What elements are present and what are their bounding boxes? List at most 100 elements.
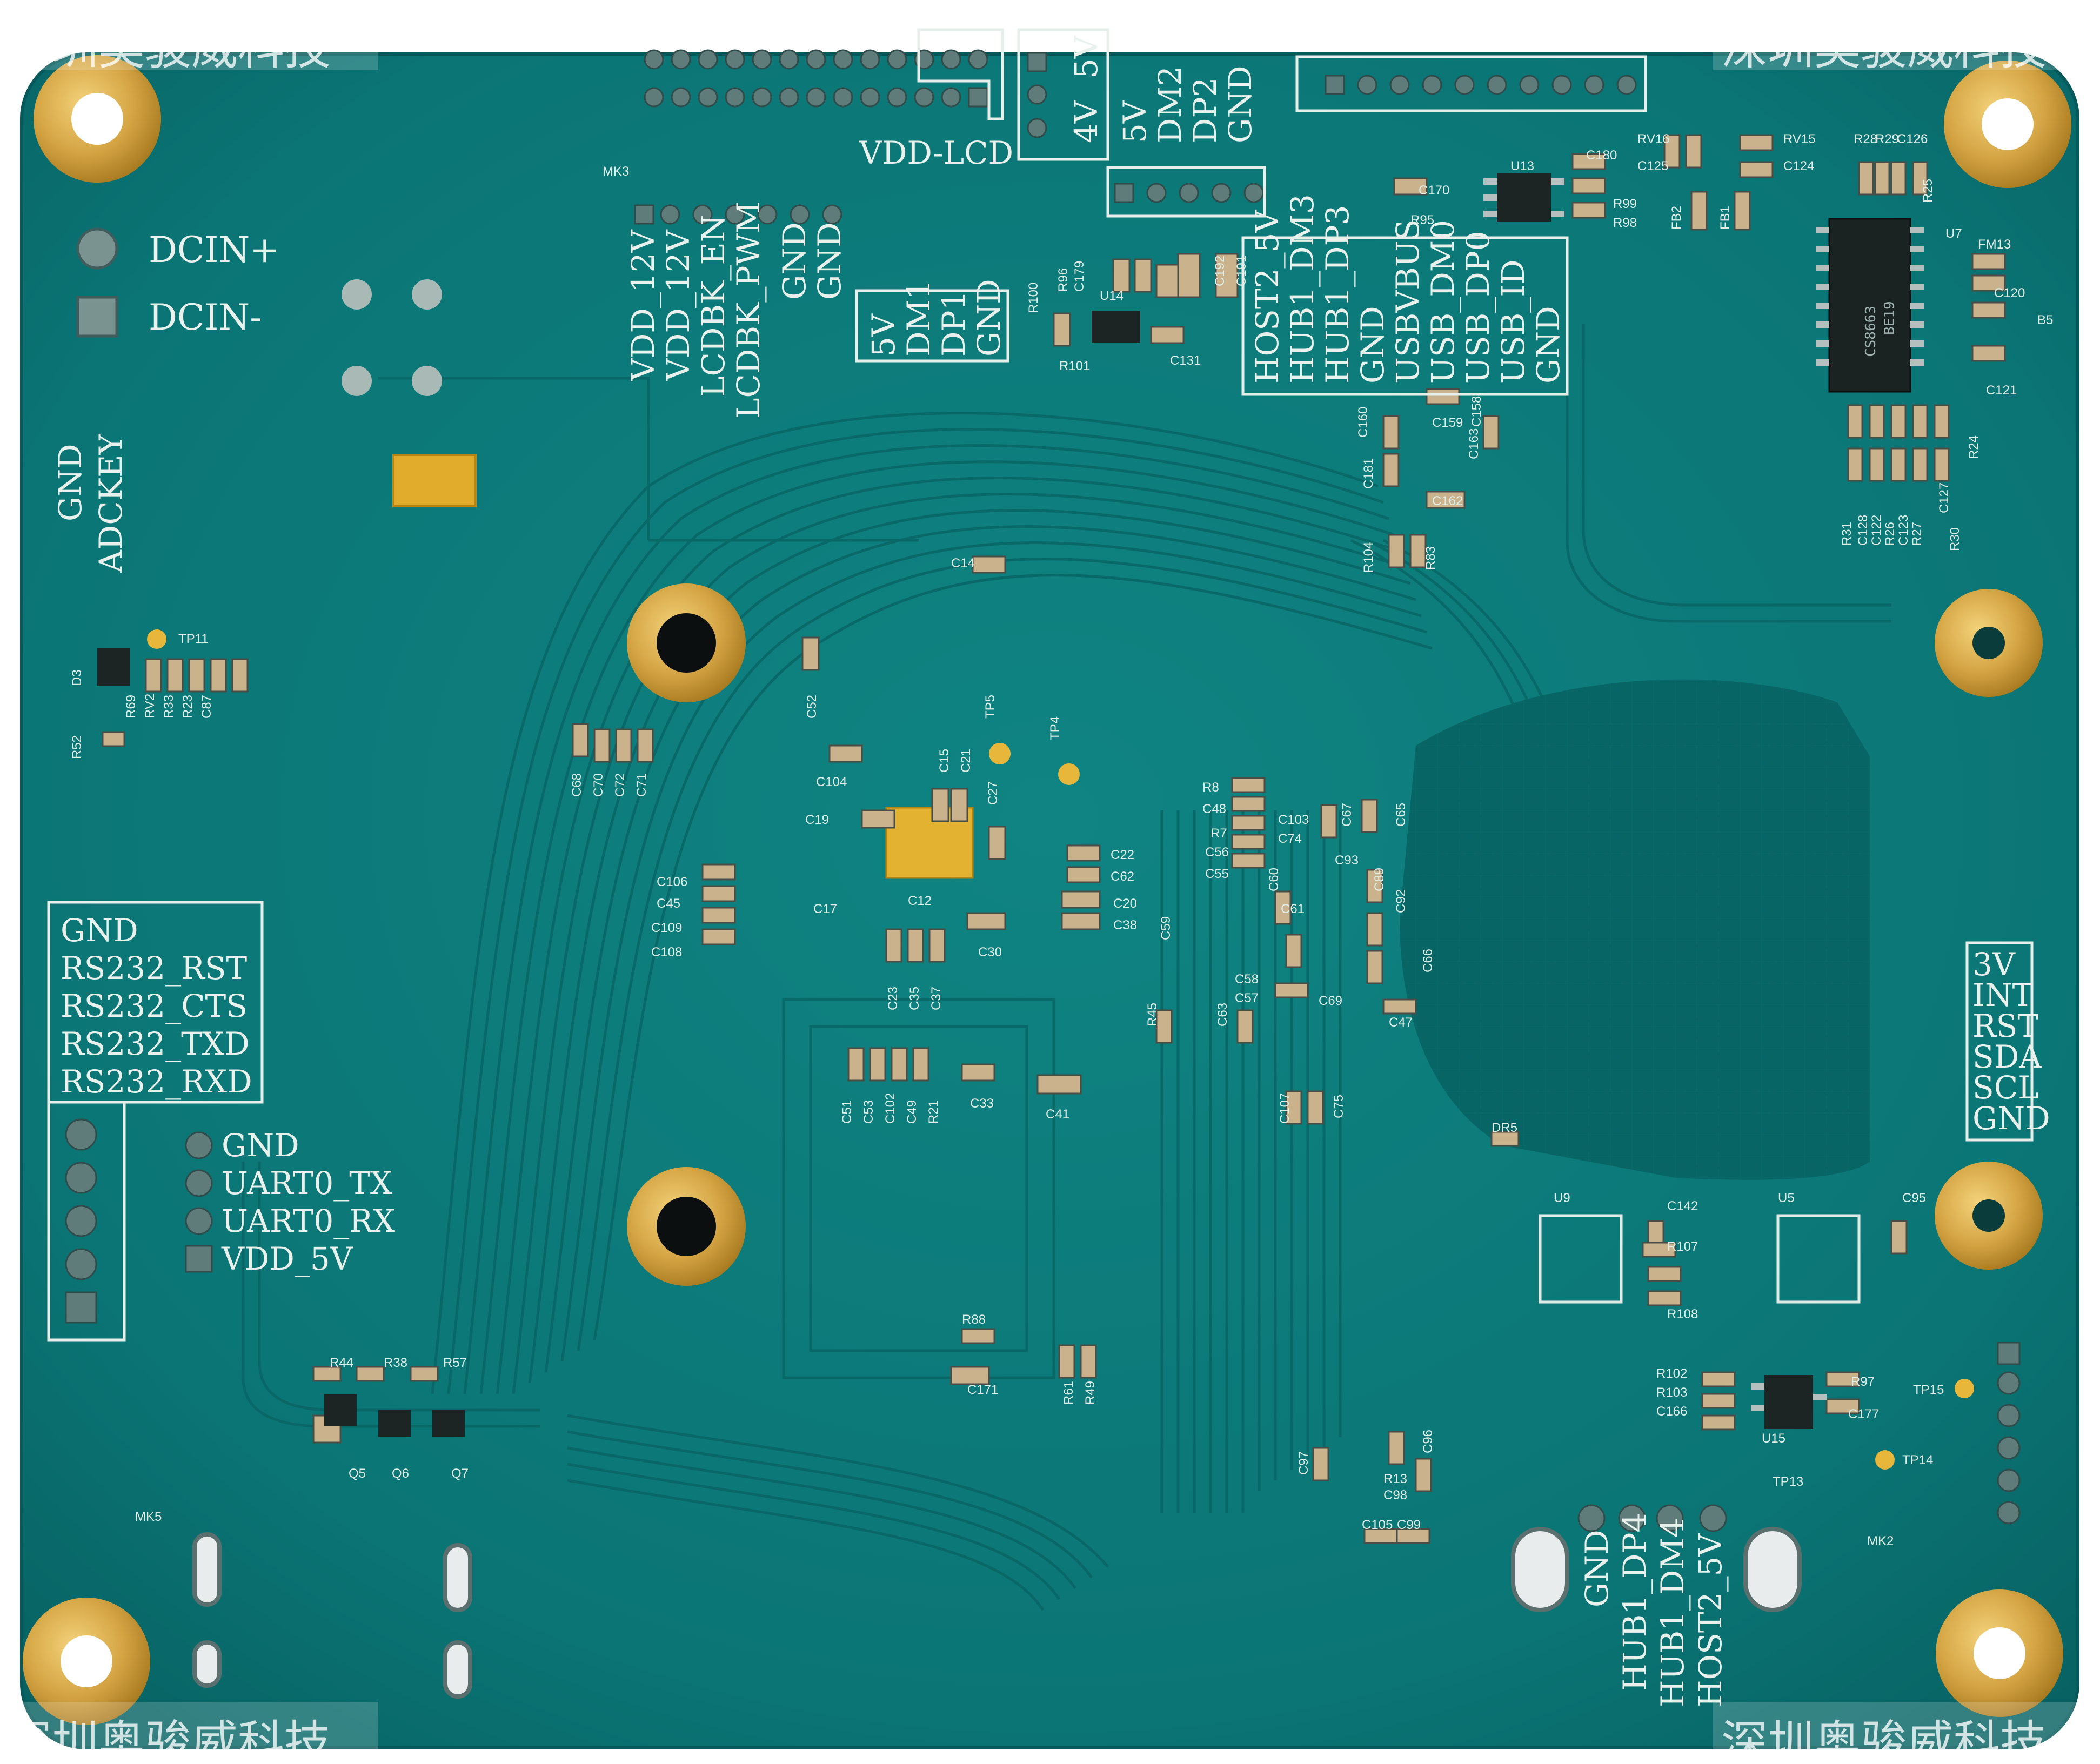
ref-designator: R45 [1145, 1003, 1160, 1027]
ref-designator: C99 [1397, 1518, 1421, 1532]
mounting-hole-bottom-right [1936, 1589, 2063, 1717]
ref-designator: TP11 [178, 632, 209, 646]
ref-designator: R108 [1667, 1307, 1698, 1322]
host-label-7: USB_DP0 [1460, 231, 1496, 384]
ref-designator: RV16 [1637, 132, 1670, 146]
ic-u9 [1539, 1214, 1623, 1304]
ref-designator: C180 [1586, 148, 1617, 163]
usb-top-label-2: DM2 [1152, 66, 1188, 143]
host-label-2: HUB1_DM3 [1284, 194, 1321, 384]
mounting-hole-top-right [1944, 61, 2071, 188]
hub-label-4: HOST2_5V [1692, 1533, 1729, 1707]
rs232-label-1: GND [61, 912, 138, 949]
ref-designator: C49 [905, 1100, 919, 1124]
ref-designator: C22 [1111, 848, 1134, 862]
ref-designator: C59 [1159, 916, 1173, 940]
ref-designator: TP13 [1773, 1474, 1803, 1489]
ref-designator: R101 [1059, 359, 1090, 373]
mounting-hole-center-upper [627, 583, 746, 702]
rs232-label-4: RS232_TXD [61, 1025, 250, 1062]
mounting-hole-center-lower [627, 1167, 746, 1286]
rs232-label-3: RS232_CTS [61, 988, 248, 1024]
usb-header-top-pins [1114, 183, 1264, 203]
ref-designator: TP5 [983, 695, 998, 719]
ref-designator: R27 [1910, 522, 1924, 546]
ref-designator: C35 [907, 987, 922, 1010]
ref-designator: R95 [1410, 213, 1434, 227]
i2c-label-5: SCL [1972, 1069, 2039, 1106]
ref-designator: C163 [1467, 428, 1481, 459]
uart-label-4: VDD_5V [221, 1240, 353, 1277]
ref-designator: C89 [1372, 868, 1387, 891]
ref-designator: C160 [1356, 407, 1370, 438]
uart-header [185, 1131, 213, 1273]
rs232-label-2: RS232_RST [61, 950, 248, 987]
ref-designator: C123 [1896, 515, 1911, 546]
usb-top-label-3: DP2 [1187, 77, 1223, 143]
dcin-minus-label: DCIN- [149, 297, 262, 338]
host-label-5: USBVBUS [1389, 219, 1426, 384]
uart-label-1: GND [222, 1127, 299, 1164]
ref-designator: C162 [1432, 494, 1463, 508]
host-label-1: HOST2_5V [1249, 210, 1286, 384]
ref-designator: RV2 [143, 694, 157, 719]
ref-designator: C96 [1421, 1430, 1435, 1453]
ic-u13 [1483, 173, 1564, 222]
ref-designator: R100 [1026, 283, 1041, 313]
ref-designator: C61 [1281, 902, 1305, 916]
ref-designator: C17 [813, 902, 837, 916]
ref-designator: C45 [657, 896, 680, 911]
ref-designator: R44 [330, 1356, 353, 1370]
ref-designator: C48 [1202, 802, 1226, 816]
ref-designator: C47 [1389, 1015, 1413, 1030]
ref-designator: C125 [1637, 159, 1668, 173]
ref-designator: C72 [613, 773, 627, 797]
ref-designator: C95 [1902, 1191, 1926, 1205]
ref-designator: C122 [1869, 515, 1884, 546]
host-label-8: USB_ID [1495, 259, 1531, 384]
ref-designator: C41 [1046, 1107, 1069, 1122]
ref-designator: C109 [651, 921, 682, 935]
ic-u15 [1751, 1375, 1827, 1429]
ref-designator: MK2 [1867, 1534, 1894, 1548]
gold-test-pad [392, 454, 477, 507]
ref-designator: C37 [929, 987, 944, 1010]
ref-designator: R13 [1383, 1472, 1407, 1486]
ref-designator: U5 [1778, 1191, 1795, 1205]
ref-designator: C92 [1394, 889, 1408, 913]
ref-designator: C62 [1111, 869, 1134, 884]
ic-chips: CS8663 BE19 [97, 173, 1924, 1437]
lcd-header-top [644, 49, 988, 108]
ref-designator: C23 [886, 987, 900, 1010]
usb-top-label-4: GND [1222, 65, 1259, 143]
ref-designator: MK5 [135, 1510, 162, 1524]
adc-gnd-label: GND [52, 444, 89, 521]
ref-designator: C179 [1072, 261, 1087, 292]
uart-label-3: UART0_RX [222, 1203, 396, 1239]
ref-designator: C103 [1278, 813, 1309, 827]
usb-left-label-1: 5V [865, 313, 902, 357]
lcd-label-3: LCDBK_EN [695, 215, 732, 397]
silk-labels: DCIN+ DCIN- GND ADCKEY VDD-LCD 4V 5V 5V … [52, 35, 2050, 1707]
watermark-bottom-right: 深圳奥骏威科技 [1721, 1716, 2047, 1764]
ref-designator: U14 [1100, 289, 1123, 303]
ref-designator: C177 [1848, 1407, 1879, 1421]
ref-designator: C121 [1986, 383, 2017, 398]
ic-u5 [1776, 1214, 1861, 1304]
ref-designator: C124 [1783, 159, 1814, 173]
hub-label-3: HUB1_DM4 [1654, 1518, 1691, 1707]
ref-designator: C68 [570, 773, 584, 797]
ref-designator: C14 [951, 556, 975, 571]
ref-designator: R8 [1202, 780, 1219, 795]
ref-designator: C128 [1856, 515, 1870, 546]
ref-designator: R7 [1210, 826, 1227, 841]
ref-designator: R98 [1613, 216, 1637, 230]
ref-designator: R25 [1921, 179, 1935, 203]
slotted-holes [192, 1527, 1802, 1699]
ref-designator: R29 [1875, 132, 1899, 146]
i2c-label-3: RST [1972, 1008, 2038, 1044]
ref-designator: Q6 [392, 1466, 409, 1481]
ref-designator: C65 [1394, 803, 1408, 827]
